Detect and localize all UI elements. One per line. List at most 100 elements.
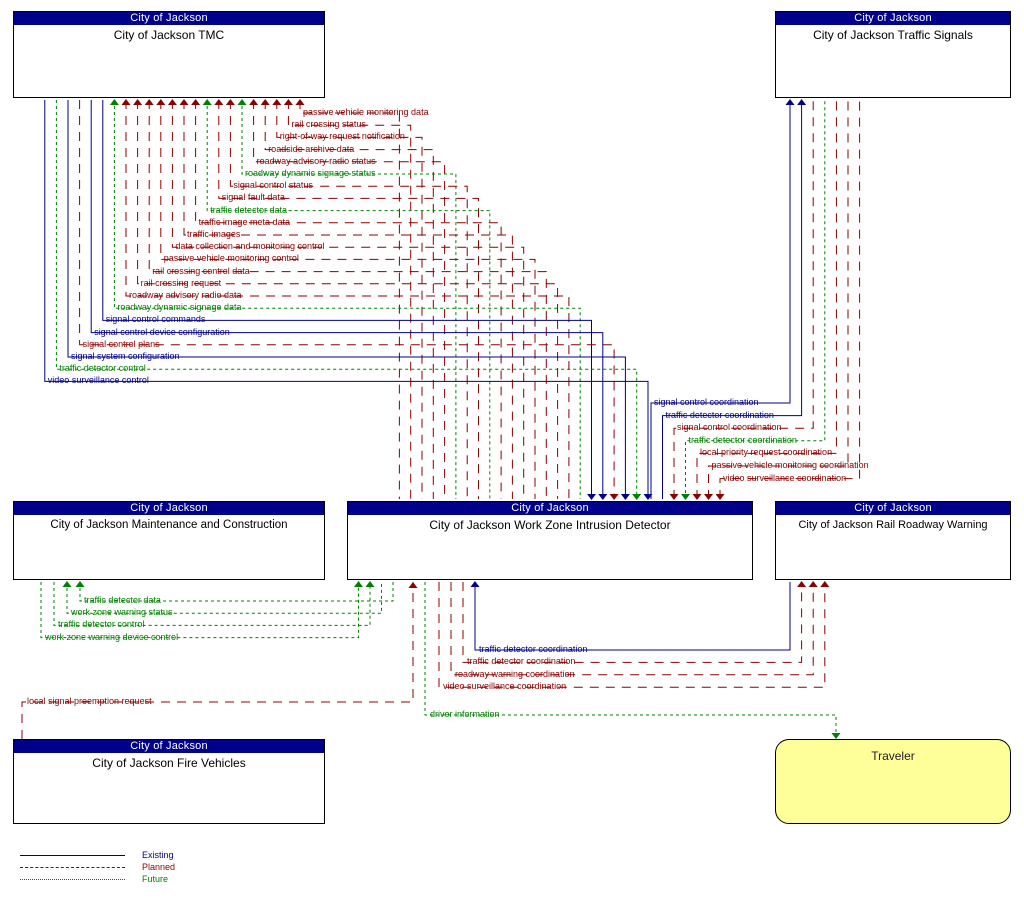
- flow-path-tmc-22: [44, 100, 649, 499]
- flow-arrowhead-tmc-11: [167, 99, 177, 105]
- flow-arrowhead-tmc-4: [249, 99, 259, 105]
- legend-swatch-future: [20, 879, 125, 880]
- flow-path-tmc-2: [276, 100, 423, 499]
- flow-label-signals-1: traffic detector coordination: [665, 409, 774, 420]
- flow-arrowhead-tmc-16: [109, 99, 119, 105]
- flow-label-tmc-11: data collection and monitoring control: [175, 241, 325, 252]
- flow-path-tmc-7: [218, 100, 479, 499]
- flow-arrowhead-tmc-18: [598, 494, 608, 500]
- flow-arrowhead-tmc-22: [643, 494, 653, 500]
- flow-label-tmc-8: traffic detector data: [210, 204, 288, 215]
- node-city-of-jackson-fire-vehicles[interactable]: City of Jackson City of Jackson Fire Veh…: [13, 739, 325, 824]
- flow-path-tmc-17: [102, 100, 592, 499]
- flow-arrowhead-maint-2: [365, 581, 375, 587]
- flow-arrowhead-signals-6: [715, 494, 725, 500]
- flow-arrowhead-rail-0: [470, 581, 480, 587]
- flow-label-fire-0: local signal preemption request: [27, 696, 152, 706]
- flow-arrowhead-tmc-7: [214, 99, 224, 105]
- flow-arrowhead-tmc-17: [587, 494, 596, 500]
- flow-label-rail-2: roadway warning coordination: [455, 668, 575, 679]
- node-stakeholder-label: City of Jackson: [776, 502, 1010, 515]
- flow-path-tmc-3: [264, 100, 434, 499]
- flow-arrowhead-rail-3: [820, 581, 830, 587]
- flow-arrowhead-tmc-14: [133, 99, 143, 105]
- flow-label-tmc-10: traffic images: [187, 229, 241, 239]
- flow-path-signals-1: [662, 100, 803, 499]
- flow-path-signals-3: [685, 100, 826, 499]
- flow-label-tmc-16: roadway dynamic signage data: [117, 302, 242, 313]
- flow-path-tmc-16: [113, 100, 581, 499]
- flow-label-tmc-7: signal fault data: [221, 192, 285, 203]
- flow-label-tmc-20: signal system configuration: [71, 351, 180, 361]
- flow-label-rail-1: traffic detector coordination: [467, 656, 576, 667]
- legend-swatch-existing: [20, 855, 125, 856]
- flow-label-tmc-0: passive vehicle monitoring data: [303, 107, 429, 117]
- flow-arrowhead-tmc-5: [237, 99, 247, 105]
- flow-path-tmc-9: [195, 100, 502, 499]
- node-city-of-jackson-tmc[interactable]: City of Jackson City of Jackson TMC: [13, 11, 325, 98]
- node-city-of-jackson-maintenance-and-construction[interactable]: City of Jackson City of Jackson Maintena…: [13, 501, 325, 580]
- node-name-label: City of Jackson Work Zone Intrusion Dete…: [429, 518, 671, 532]
- flow-label-rail-0: traffic detector coordination: [479, 644, 588, 654]
- flow-path-rail-1: [462, 582, 803, 663]
- flow-arrowhead-signals-5: [704, 494, 713, 500]
- flow-arrowhead-fire-0: [408, 582, 418, 588]
- flow-path-tmc-13: [148, 100, 547, 499]
- flow-path-maint-1: [66, 582, 382, 614]
- node-name-label: City of Jackson Maintenance and Construc…: [50, 519, 288, 531]
- flow-arrowhead-traveler-0: [831, 733, 841, 739]
- node-city-of-jackson-traffic-signals[interactable]: City of Jackson City of Jackson Traffic …: [775, 11, 1011, 98]
- flow-label-tmc-12: passive vehicle monitoring control: [163, 253, 299, 264]
- flow-arrowhead-tmc-2: [272, 99, 282, 105]
- flow-label-tmc-2: right-of-way request notification: [279, 131, 405, 142]
- flow-arrowhead-maint-0: [75, 581, 85, 587]
- node-name-label: City of Jackson Rail Roadway Warning: [798, 519, 988, 531]
- flow-arrowhead-tmc-13: [144, 99, 154, 105]
- flow-label-signals-4: local priority request coordination: [700, 447, 833, 458]
- flow-label-tmc-4: roadway advisory radio status: [256, 155, 376, 166]
- flow-arrowhead-tmc-9: [191, 99, 201, 105]
- legend-swatch-planned: [20, 867, 125, 868]
- flow-label-tmc-14: rail crossing request: [140, 277, 222, 288]
- flow-label-maint-3: work zone warning device control: [45, 631, 179, 642]
- flow-label-signals-6: video surveillance coordination: [723, 472, 847, 483]
- flow-path-rail-2: [450, 582, 814, 676]
- flow-arrowhead-tmc-10: [179, 99, 189, 105]
- flow-label-tmc-21: traffic detector control: [59, 363, 146, 374]
- legend-label-future: Future: [142, 874, 169, 884]
- node-city-of-jackson-rail-roadway-warning[interactable]: City of Jackson City of Jackson Rail Roa…: [775, 501, 1011, 580]
- flow-label-tmc-19: signal control plans: [82, 338, 160, 349]
- terminator-traveler[interactable]: Traveler: [775, 739, 1011, 824]
- flow-label-tmc-22: video surveillance control: [47, 375, 149, 386]
- flow-path-signals-2: [673, 100, 814, 499]
- flow-label-signals-2: signal control coordination: [677, 422, 782, 433]
- flow-path-fire-0: [21, 582, 414, 739]
- flow-label-tmc-15: roadway advisory radio data: [129, 290, 242, 300]
- flow-arrowhead-maint-1: [62, 581, 72, 587]
- flow-path-tmc-8: [206, 100, 491, 499]
- flow-path-tmc-20: [67, 100, 626, 499]
- flow-label-tmc-17: signal control commands: [105, 314, 206, 325]
- flow-path-tmc-10: [183, 100, 513, 499]
- flow-arrowhead-maint-3: [354, 581, 363, 587]
- flow-label-signals-5: passive vehicle monitoring coordination: [711, 460, 869, 470]
- node-stakeholder-label: City of Jackson: [14, 502, 324, 515]
- node-stakeholder-label: City of Jackson: [776, 12, 1010, 25]
- flow-arrowhead-signals-0: [785, 99, 795, 105]
- flow-path-tmc-19: [79, 100, 615, 499]
- flow-label-tmc-1: rail crossing status: [291, 119, 366, 130]
- flow-arrowhead-tmc-12: [156, 99, 166, 105]
- flow-path-tmc-11: [171, 100, 525, 499]
- flow-path-rail-3: [438, 582, 826, 688]
- flow-label-tmc-13: rail crossing control data: [152, 265, 250, 276]
- flow-label-maint-0: traffic detector data: [84, 595, 161, 605]
- legend-label-planned: Planned: [142, 862, 176, 872]
- flow-label-tmc-3: roadside archive data: [268, 143, 355, 154]
- flow-arrowhead-tmc-6: [225, 99, 235, 105]
- node-city-of-jackson-work-zone-intrusion-detector[interactable]: City of Jackson City of Jackson Work Zon…: [347, 501, 753, 580]
- flow-path-tmc-15: [125, 100, 570, 499]
- flow-path-tmc-21: [55, 100, 638, 499]
- flow-path-tmc-14: [137, 100, 559, 499]
- flow-path-rail-0: [474, 582, 791, 651]
